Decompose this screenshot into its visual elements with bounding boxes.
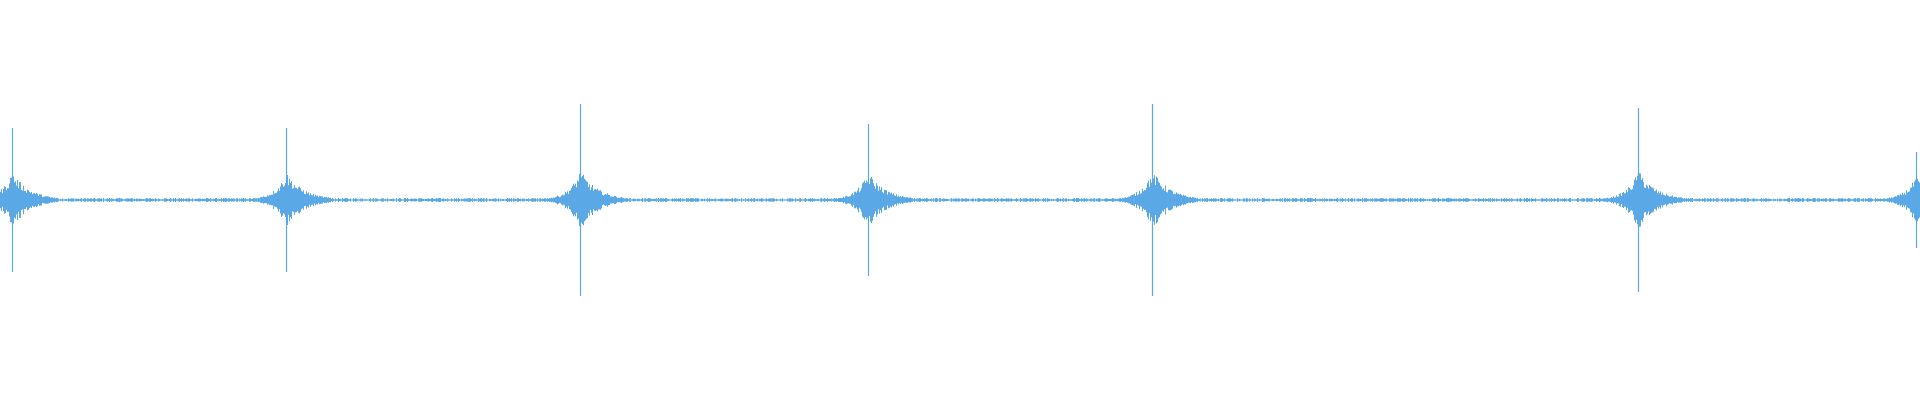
waveform-body	[0, 170, 1920, 230]
waveform-samples	[0, 104, 1920, 296]
